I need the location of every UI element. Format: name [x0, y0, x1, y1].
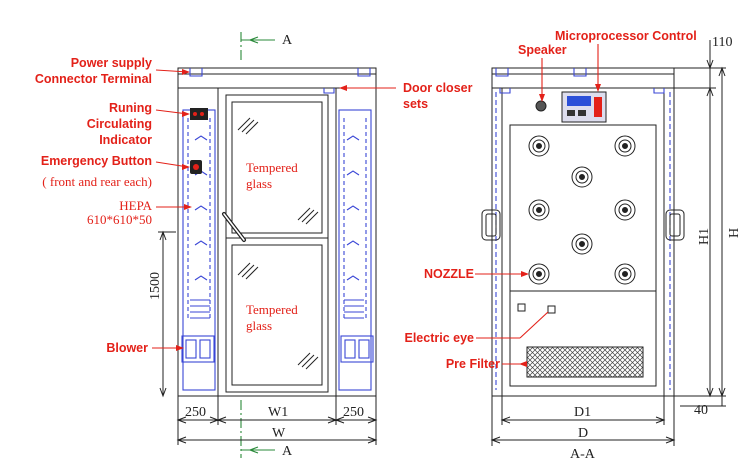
dim-h: H [727, 228, 742, 238]
running-label-2: Circulating [87, 117, 152, 131]
lower-glass-panel [231, 244, 323, 386]
door-frame [225, 94, 329, 393]
door-closer [323, 88, 335, 94]
dim-right-250: 250 [343, 405, 364, 420]
dim-d: D [578, 426, 588, 441]
left-handle [481, 209, 501, 241]
dim-110: 110 [712, 35, 732, 50]
door-closer-label-1: Door closer [403, 81, 473, 95]
pre-filter-icon [526, 346, 644, 378]
running-indicator-panel [190, 108, 208, 120]
height-1500-label: 1500 [148, 272, 163, 300]
section-bottom-dimensions [490, 396, 676, 446]
running-label-1: Runing [109, 101, 152, 115]
nozzles [528, 135, 636, 285]
dim-w1: W1 [268, 405, 288, 420]
front-view: A A 1500 250 W1 250 W Tempered glass Tem… [35, 32, 473, 459]
blower-label: Blower [106, 341, 148, 355]
tempered-glass-bottom-line2: glass [246, 318, 272, 333]
left-blower [181, 335, 215, 363]
emergency-label-2: ( front and rear each) [42, 174, 152, 189]
dimension-1500 [158, 230, 176, 398]
section-view-label: A-A [570, 447, 596, 461]
dim-w: W [272, 426, 286, 441]
glass-hatch [237, 117, 319, 370]
electric-eye-left [517, 303, 526, 312]
tempered-glass-top-line1: Tempered [246, 160, 298, 175]
section-cabinet-outline [491, 67, 675, 397]
running-label-3: Indicator [99, 133, 152, 147]
dim-d1: D1 [574, 405, 591, 420]
hepa-label-1: HEPA [119, 198, 152, 213]
tempered-glass-top-line2: glass [246, 176, 272, 191]
power-connector-terminal [189, 68, 203, 77]
power-supply-label-1: Power supply [71, 56, 152, 70]
section-vertical-dimensions [674, 40, 726, 407]
section-cut-top: A [282, 33, 293, 48]
door-closer-label-2: sets [403, 97, 428, 111]
dim-h1: H1 [697, 228, 712, 245]
tempered-glass-bottom-line1: Tempered [246, 302, 298, 317]
right-hepa-column [338, 109, 372, 391]
speaker-label: Speaker [518, 43, 567, 57]
speaker-icon [535, 100, 547, 112]
bottom-dimensions-front [176, 396, 378, 445]
section-cut-bottom: A [282, 444, 293, 459]
dim-40: 40 [694, 403, 708, 418]
front-cabinet-outline [177, 67, 377, 397]
upper-glass-panel [231, 101, 323, 234]
section-view: Speaker Microprocessor Control NOZZLE El… [405, 29, 743, 461]
right-blower [340, 335, 374, 363]
pre-filter-label: Pre Filter [446, 357, 500, 371]
section-line-top [240, 32, 275, 60]
section-line-bottom [241, 446, 275, 454]
section-side-strips [495, 68, 671, 390]
microprocessor-label: Microprocessor Control [555, 29, 697, 43]
electric-eye-icon [547, 305, 556, 314]
hepa-label-2: 610*610*50 [87, 212, 152, 227]
emergency-label-1: Emergency Button [41, 154, 152, 168]
dim-left-250: 250 [185, 405, 206, 420]
nozzle-label: NOZZLE [424, 267, 474, 281]
electric-eye-label: Electric eye [405, 331, 475, 345]
right-handle [665, 209, 685, 241]
power-supply-label-2: Connector Terminal [35, 72, 152, 86]
microprocessor-control-panel [561, 91, 607, 123]
